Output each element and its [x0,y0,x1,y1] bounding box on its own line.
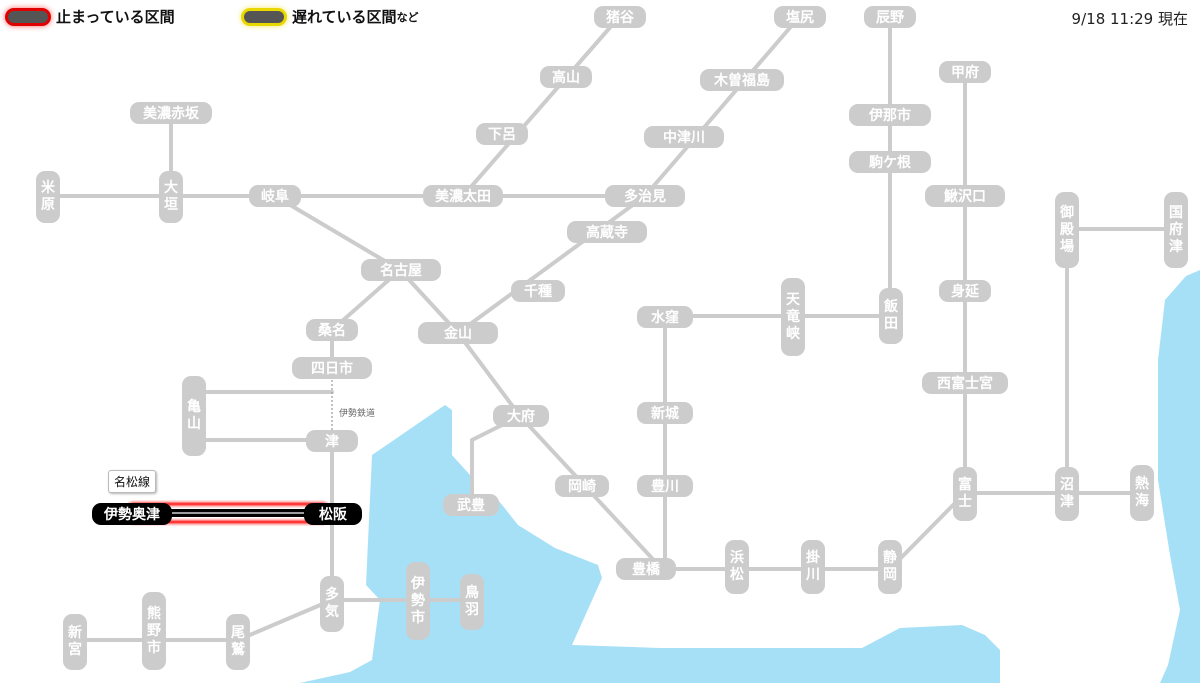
station-taki-label: 多気 [325,587,339,620]
legend-delayed: 遅れている区間 など [244,6,419,27]
legend-delayed-swatch [244,10,284,23]
legend-stopped-swatch [8,10,48,23]
station-kozu[interactable]: 国府津 [1164,192,1188,268]
station-numazu-label: 沼津 [1060,477,1074,510]
station-kumanoshi-label: 熊野市 [147,605,161,656]
station-atami-label: 熱海 [1135,476,1149,509]
station-takayama[interactable]: 高山 [540,66,592,88]
station-kozoji[interactable]: 高蔵寺 [567,221,647,243]
timestamp: 9/18 11:29 現在 [1071,10,1188,28]
station-inashi[interactable]: 伊那市 [849,104,931,126]
station-kajikazawaguchi[interactable]: 鰍沢口 [925,185,1005,207]
station-ogaki[interactable]: 大垣 [159,171,183,223]
station-owase[interactable]: 尾鷲 [226,614,250,670]
legend-delayed-label: 遅れている区間 [292,8,397,26]
station-iseshi-label: 伊勢市 [411,575,425,626]
station-kozu-label: 国府津 [1169,204,1183,255]
station-minobu[interactable]: 身延 [939,280,991,302]
station-numazu[interactable]: 沼津 [1055,467,1079,521]
ise-railway-label: 伊勢鉄道 [339,409,376,419]
station-mizukubo[interactable]: 水窪 [637,306,693,328]
station-gotemba-label: 御殿場 [1060,204,1074,255]
meisho-line-tag[interactable]: 名松線 [108,470,157,493]
station-nagoya[interactable]: 名古屋 [361,259,441,281]
station-iida-label: 飯田 [884,299,898,332]
station-minoakasaka[interactable]: 美濃赤坂 [130,102,212,124]
station-shizuoka-label: 静岡 [883,550,897,583]
station-iseshi[interactable]: 伊勢市 [406,562,430,640]
station-kameyama-label: 亀山 [187,399,201,432]
station-iseokitsu[interactable]: 伊勢奥津 [92,503,172,525]
legend-etc-label: など [396,10,419,24]
station-maibara-label: 米原 [41,180,55,213]
station-fuji[interactable]: 富士 [953,467,977,521]
station-tajimi[interactable]: 多治見 [605,185,685,207]
station-komagane[interactable]: 駒ケ根 [849,151,931,173]
station-iida[interactable]: 飯田 [879,288,903,344]
station-toba[interactable]: 鳥羽 [460,574,484,630]
legend-stopped: 止まっている区間 [8,6,175,27]
station-shiojiri[interactable]: 塩尻 [774,6,826,28]
station-nishifujinomiya[interactable]: 西富士宮 [922,372,1008,394]
station-atami[interactable]: 熱海 [1130,465,1154,521]
station-shingu[interactable]: 新宮 [63,614,87,670]
station-yokkaichi[interactable]: 四日市 [292,357,372,379]
station-ogaki-label: 大垣 [164,180,178,213]
station-nakatsugawa[interactable]: 中津川 [644,126,724,148]
rail-lines [46,14,1178,642]
station-okazaki[interactable]: 岡崎 [555,475,609,497]
station-hamamatsu-label: 浜松 [730,550,744,583]
station-kuwana[interactable]: 桑名 [306,319,358,341]
station-obu[interactable]: 大府 [493,405,549,427]
station-kakegawa-label: 掛川 [806,550,820,583]
station-inotani[interactable]: 猪谷 [594,6,646,28]
station-kisofukushima[interactable]: 木曽福島 [700,69,784,91]
station-maibara[interactable]: 米原 [36,171,60,223]
station-gifu[interactable]: 岐阜 [249,185,301,207]
sea-east-coast [1158,270,1200,683]
station-shizuoka[interactable]: 静岡 [878,540,902,594]
legend-stopped-label: 止まっている区間 [56,8,175,26]
station-tenryukyo[interactable]: 天竜峡 [781,278,805,356]
station-taki[interactable]: 多気 [320,576,344,632]
station-kofu[interactable]: 甲府 [939,61,991,83]
station-chikusa[interactable]: 千種 [511,280,565,302]
station-matsusaka[interactable]: 松阪 [304,503,362,525]
station-shingu-label: 新宮 [68,625,82,658]
station-taketoyo[interactable]: 武豊 [443,494,499,516]
station-kumanoshi[interactable]: 熊野市 [142,592,166,670]
station-fuji-label: 富士 [958,477,972,510]
station-tenryukyo-label: 天竜峡 [786,291,800,342]
station-shinshiro[interactable]: 新城 [637,402,693,424]
station-toyohashi[interactable]: 豊橋 [616,558,676,580]
station-minoota[interactable]: 美濃太田 [423,185,503,207]
station-toyokawa[interactable]: 豊川 [637,475,693,497]
station-tatsuno[interactable]: 辰野 [864,6,916,28]
station-tsu[interactable]: 津 [306,430,358,452]
station-kameyama[interactable]: 亀山 [182,376,206,456]
station-hamamatsu[interactable]: 浜松 [725,540,749,594]
station-toba-label: 鳥羽 [465,585,479,618]
station-gero[interactable]: 下呂 [476,123,528,145]
station-kakegawa[interactable]: 掛川 [801,540,825,594]
station-gotemba[interactable]: 御殿場 [1055,192,1079,268]
station-kanayama[interactable]: 金山 [418,322,498,344]
station-owase-label: 尾鷲 [231,625,245,658]
